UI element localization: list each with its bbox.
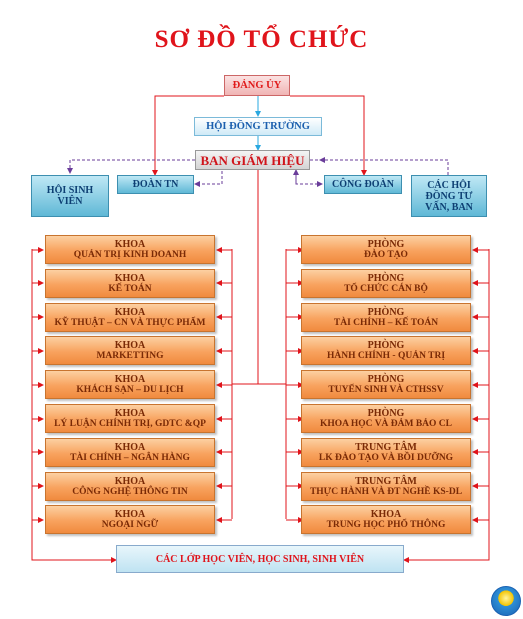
- left-unit-name: TÀI CHÍNH – NGÂN HÀNG: [70, 452, 190, 463]
- doan-tn-label: ĐOÀN TN: [132, 179, 179, 190]
- left-unit-name: NGOẠI NGỮ: [101, 519, 159, 530]
- cac-hoi-dong-line-1: CÁC HỘI: [427, 179, 471, 191]
- right-unit-name: ĐÀO TẠO: [364, 249, 408, 260]
- ban-giam-hieu-box: BAN GIÁM HIỆU: [195, 150, 310, 170]
- cac-hoi-dong-box: CÁC HỘI ĐỒNG TƯ VẤN, BAN: [411, 175, 487, 217]
- left-unit-type: KHOA: [114, 475, 146, 487]
- right-unit-name: KHOA HỌC VÀ ĐẢM BẢO CL: [319, 418, 453, 429]
- doan-tn-box: ĐOÀN TN: [117, 175, 194, 194]
- hoi-dong-truong-box: HỘI ĐỒNG TRƯỜNG: [194, 117, 322, 136]
- dang-uy-label: ĐẢNG ỦY: [232, 80, 282, 91]
- right-unit-type: PHÒNG: [367, 339, 405, 351]
- left-unit-name: LÝ LUẬN CHÍNH TRỊ, GDTC &QP: [54, 418, 206, 429]
- hoi-sinh-vien-box: HỘI SINH VIÊN: [31, 175, 109, 217]
- left-unit-type: KHOA: [114, 339, 146, 351]
- left-unit-name: KỸ THUẬT – CN VÀ THỰC PHẨM: [54, 317, 206, 328]
- right-unit-name: HÀNH CHÍNH - QUẢN TRỊ: [326, 350, 446, 361]
- right-unit-type: TRUNG TÂM: [355, 441, 417, 453]
- hoi-dong-truong-label: HỘI ĐỒNG TRƯỜNG: [206, 121, 310, 132]
- right-unit-name: TÀI CHÍNH – KẾ TOÁN: [333, 317, 439, 328]
- left-unit-name: KẾ TOÁN: [108, 283, 152, 294]
- left-unit-name: QUẢN TRỊ KINH DOANH: [73, 249, 187, 260]
- left-unit-name: KHÁCH SẠN – DU LỊCH: [76, 384, 184, 395]
- cac-hoi-dong-line-3: VẤN, BAN: [425, 201, 473, 213]
- students-box: CÁC LỚP HỌC VIÊN, HỌC SINH, SINH VIÊN: [116, 545, 404, 573]
- school-logo: [491, 586, 521, 616]
- right-unit-type: PHÒNG: [367, 373, 405, 385]
- left-unit-type: KHOA: [114, 238, 146, 250]
- ban-giam-hieu-label: BAN GIÁM HIỆU: [200, 152, 305, 168]
- left-unit-type: KHOA: [114, 508, 146, 520]
- cong-doan-box: CÔNG ĐOÀN: [324, 175, 402, 194]
- page-title: SƠ ĐỒ TỔ CHỨC: [154, 26, 369, 53]
- right-unit-type: TRUNG TÂM: [355, 475, 417, 487]
- cong-doan-label: CÔNG ĐOÀN: [332, 179, 394, 190]
- left-unit-name: CÔNG NGHỆ THÔNG TIN: [72, 486, 188, 497]
- right-unit-name: THỰC HÀNH VÀ ĐT NGHỀ KS-DL: [309, 486, 463, 497]
- students-label: CÁC LỚP HỌC VIÊN, HỌC SINH, SINH VIÊN: [155, 553, 365, 565]
- left-unit-name: MARKETTING: [96, 350, 164, 361]
- dang-uy-box: ĐẢNG ỦY: [224, 75, 290, 96]
- cac-hoi-dong-line-2: ĐỒNG TƯ: [425, 190, 473, 202]
- right-unit-type: PHÒNG: [367, 306, 405, 318]
- left-unit-type: KHOA: [114, 373, 146, 385]
- right-unit-name: TUYỂN SINH VÀ CTHSSV: [328, 384, 444, 395]
- right-unit-type: KHOA: [370, 508, 402, 520]
- hoi-sinh-vien-line-1: HỘI SINH: [46, 185, 94, 196]
- left-unit-type: KHOA: [114, 441, 146, 453]
- left-unit-type: KHOA: [114, 272, 146, 284]
- left-unit-type: KHOA: [114, 306, 146, 318]
- right-unit-type: PHÒNG: [367, 238, 405, 250]
- right-unit-name: TỔ CHỨC CÁN BỘ: [344, 283, 428, 294]
- right-unit-name: TRUNG HỌC PHỔ THÔNG: [326, 519, 446, 530]
- hoi-sinh-vien-line-2: VIÊN: [57, 196, 83, 207]
- left-unit-type: KHOA: [114, 407, 146, 419]
- right-unit-name: LK ĐÀO TẠO VÀ BỒI DƯỠNG: [318, 452, 454, 463]
- right-unit-type: PHÒNG: [367, 407, 405, 419]
- right-unit-type: PHÒNG: [367, 272, 405, 284]
